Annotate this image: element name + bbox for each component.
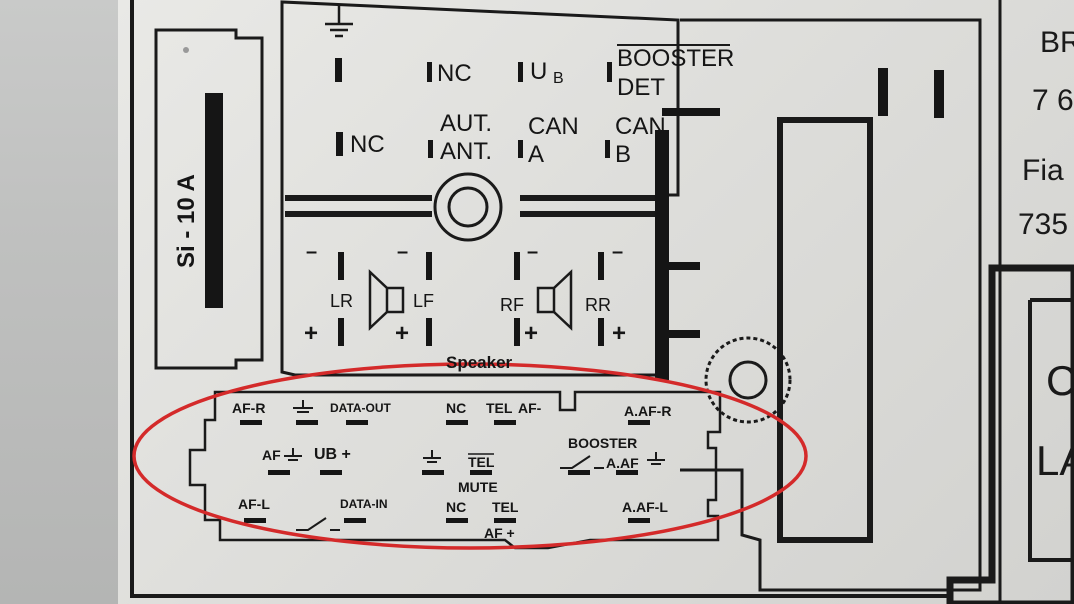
speaker-plus-3: + (524, 320, 539, 347)
center-rails (285, 195, 655, 217)
speaker-minus-1: – (306, 241, 318, 263)
speaker-label-rr: RR (585, 295, 611, 315)
pin-label-af-l: AF-L (238, 496, 270, 512)
pin-label-booster-bottom: BOOSTER (568, 435, 638, 451)
right-mount-outer (704, 336, 792, 424)
right-mount-inner (728, 360, 768, 400)
bottom-pins (240, 420, 650, 523)
speaker-label-lr: LR (330, 291, 354, 311)
ground-glyphs-bottom (284, 400, 665, 465)
pin-label-can-b: CAN (615, 113, 666, 140)
side-box-outer (946, 264, 1074, 604)
pin-label-can-a: CAN (528, 113, 579, 140)
pin-label-booster: BOOSTER (617, 45, 735, 72)
bottom-connector-outline (188, 390, 722, 550)
speaker-icon-left (368, 269, 405, 331)
speaker-label-lf: LF (413, 291, 435, 311)
pin-label-nc-bottom-2: NC (446, 499, 467, 515)
center-mount-outer (433, 172, 503, 242)
side-box-text-1: C (1046, 357, 1074, 404)
pin-label-data-out: DATA-OUT (330, 401, 391, 415)
side-text-line-4: 735 (1018, 208, 1069, 241)
pin-label-af-minus: AF- (518, 400, 542, 416)
pin-label-af-gnd: AF (262, 447, 281, 463)
outer-frame (130, 0, 950, 598)
pin-label-tel-3: TEL (492, 499, 519, 515)
pin-label-det: DET (617, 74, 665, 101)
pin-label-aut: AUT. (440, 110, 493, 137)
highlight-ellipse (132, 362, 808, 550)
speaker-plus-1: + (304, 320, 319, 347)
label-plate (118, 0, 1074, 604)
pin-label-nc-top: NC (437, 60, 472, 87)
pin-label-nc-bottom-1: NC (446, 400, 467, 416)
speaker-minus-2: – (397, 241, 409, 263)
booster-switch-symbol (560, 455, 604, 469)
pin-label-ant: ANT. (440, 138, 493, 165)
right-connector-outline (680, 18, 982, 592)
pin-label-ub: U (530, 58, 548, 85)
speaker-caption: Speaker (446, 353, 513, 372)
fuse-box (154, 28, 264, 370)
pin-label-tel-1: TEL (486, 400, 513, 416)
pin-label-ub-subscript: B (553, 70, 564, 87)
pin-label-data-in: DATA-IN (340, 497, 388, 511)
pin-label-mute: MUTE (458, 479, 498, 495)
pin-label-tel-2: TEL (468, 454, 495, 470)
speaker-minus-4: – (612, 241, 624, 263)
pin-label-a-af-r: A.AF-R (624, 403, 672, 419)
ground-symbol-top (325, 6, 353, 38)
pin-label-a-af-l: A.AF-L (622, 499, 668, 515)
side-box-text-2: LA (1036, 437, 1074, 484)
pin-label-a-af-gnd: A.AF (606, 455, 639, 471)
speaker-icon-right (536, 269, 573, 331)
pin-label-ub-plus: UB + (314, 446, 351, 463)
speaker-pins (338, 252, 604, 346)
side-text-line-1: BR (1040, 26, 1074, 59)
side-box-inner (1028, 298, 1074, 562)
data-in-switch-symbol (296, 517, 340, 531)
fuse-bar (205, 93, 223, 308)
speaker-minus-3: – (527, 241, 539, 263)
pin-label-nc-second: NC (350, 131, 385, 158)
fuse-dot (183, 47, 189, 53)
right-inner-frame (777, 117, 873, 543)
speaker-plus-4: + (612, 320, 627, 347)
pin-label-a: A (528, 141, 545, 168)
fuse-rating-label: Si - 10 A (173, 174, 200, 268)
speaker-label-rf: RF (500, 295, 524, 315)
side-text-line-3: Fia (1022, 154, 1064, 187)
right-connector-tabs (655, 68, 944, 380)
center-mount-inner (447, 186, 489, 228)
side-text-line-2: 7 6 (1032, 84, 1074, 117)
pin-label-af-r: AF-R (232, 400, 266, 416)
speaker-plus-2: + (395, 320, 410, 347)
pin-label-af-plus: AF + (484, 525, 515, 541)
pin-bars-upper (335, 58, 612, 158)
pin-label-b: B (615, 141, 632, 168)
